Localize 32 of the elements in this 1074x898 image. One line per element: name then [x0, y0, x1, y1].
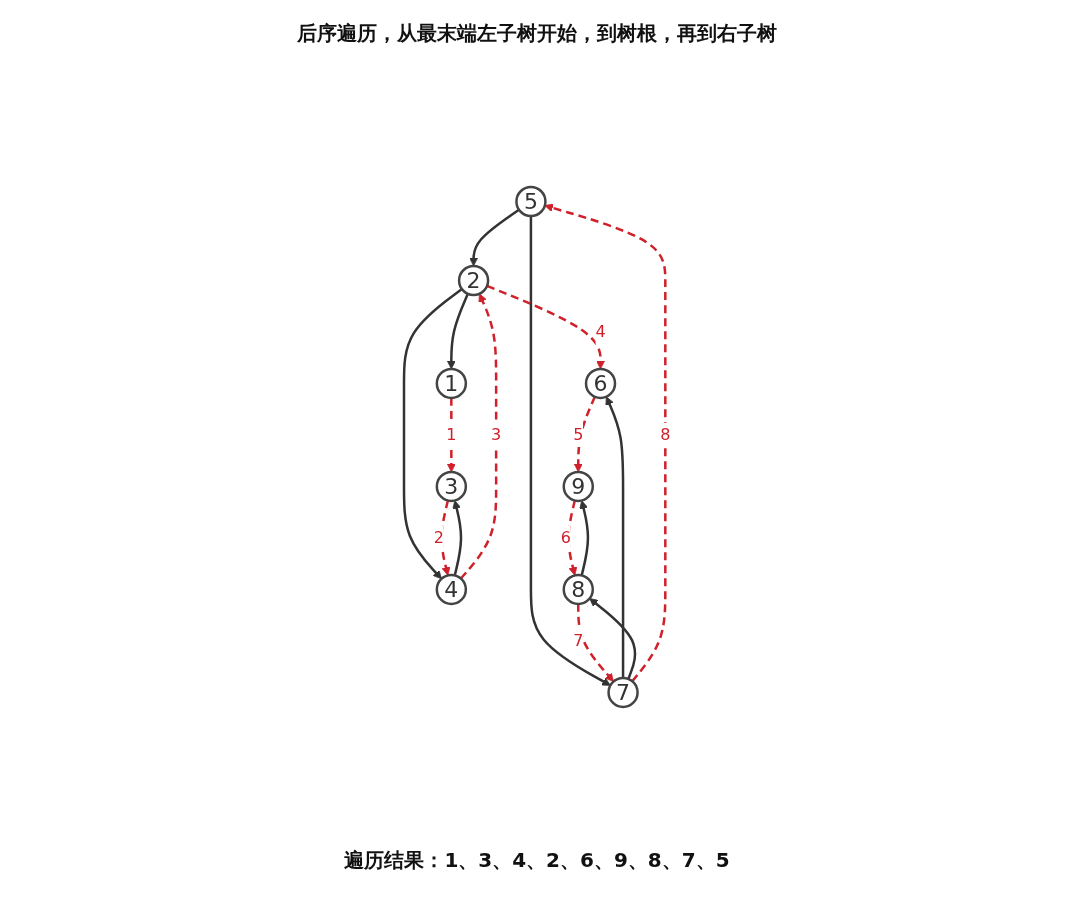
- edge-label: 6: [560, 528, 571, 547]
- arrow: [589, 598, 637, 680]
- edge-label: 5: [572, 425, 584, 444]
- node-circle: 6: [584, 367, 617, 400]
- edge-label: 7: [572, 630, 584, 650]
- arrow: [459, 293, 498, 580]
- arrow: [579, 500, 589, 576]
- arrow: [402, 288, 463, 580]
- arrow: [452, 500, 463, 576]
- arrow: [605, 396, 625, 678]
- arrow: [469, 208, 520, 267]
- node-circle: 4: [435, 573, 467, 606]
- arrow: [576, 604, 614, 682]
- edge-label: 4: [595, 322, 606, 342]
- title: 后序遍历，从最末端左子树开始，到树根，再到右子树: [297, 20, 777, 47]
- arrow: [529, 216, 611, 686]
- result-text: 遍历结果：1、3、4、2、6、9、8、7、5: [344, 847, 730, 874]
- edge-label: 3: [490, 425, 502, 444]
- node-circle: 7: [607, 676, 639, 709]
- arrow: [544, 203, 667, 683]
- edge-label: 1: [446, 425, 457, 444]
- node-circle: 8: [562, 573, 594, 606]
- node-circle: 5: [515, 185, 547, 218]
- node-circle: 2: [457, 264, 490, 297]
- node-circle: 3: [435, 470, 467, 503]
- arrow: [573, 396, 596, 473]
- arrow: [446, 293, 469, 370]
- edge-label: 2: [433, 528, 444, 547]
- node-circle: 1: [435, 367, 467, 400]
- node-circle: 9: [562, 470, 594, 503]
- edge-label: 8: [660, 425, 671, 444]
- arrow: [486, 284, 605, 370]
